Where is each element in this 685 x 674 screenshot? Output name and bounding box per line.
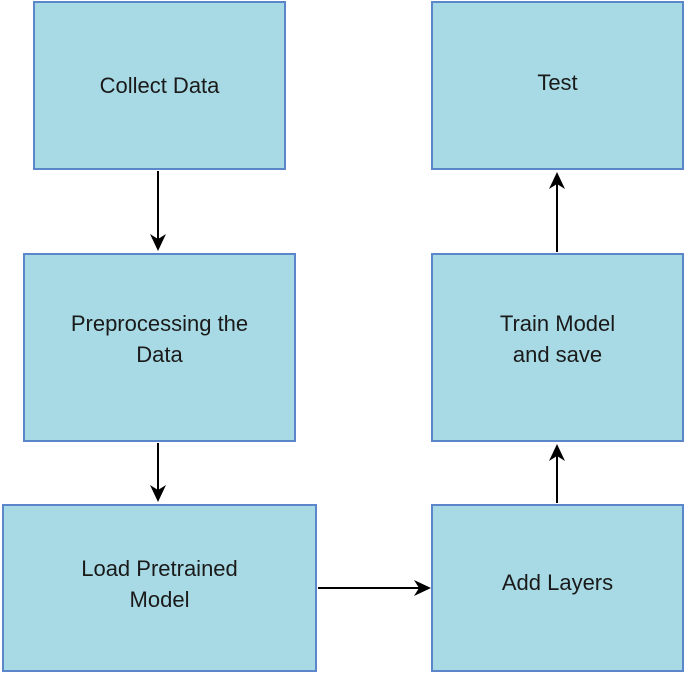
arrow-add-layers-to-train xyxy=(549,444,565,503)
train-model-node: Train Model and save xyxy=(431,253,684,442)
test-node: Test xyxy=(431,1,684,170)
preprocessing-label: Preprocessing the Data xyxy=(70,310,249,367)
arrow-load-to-add-layers xyxy=(318,580,431,596)
arrow-preprocessing-to-load xyxy=(150,443,166,502)
add-layers-label: Add Layers xyxy=(501,570,614,595)
load-pretrained-model-label: Load Pretrained Model xyxy=(81,555,238,612)
test-label: Test xyxy=(537,69,578,95)
load-pretrained-model-node: Load Pretrained Model xyxy=(2,504,317,672)
arrow-collect-to-preprocessing xyxy=(150,171,166,251)
train-model-label: Train Model and save xyxy=(499,310,616,367)
collect-data-node: Collect Data xyxy=(33,1,286,170)
collect-data-label: Collect Data xyxy=(99,72,220,98)
preprocessing-node: Preprocessing the Data xyxy=(23,253,296,442)
arrow-train-to-test xyxy=(549,172,565,252)
add-layers-node: Add Layers xyxy=(431,504,684,672)
